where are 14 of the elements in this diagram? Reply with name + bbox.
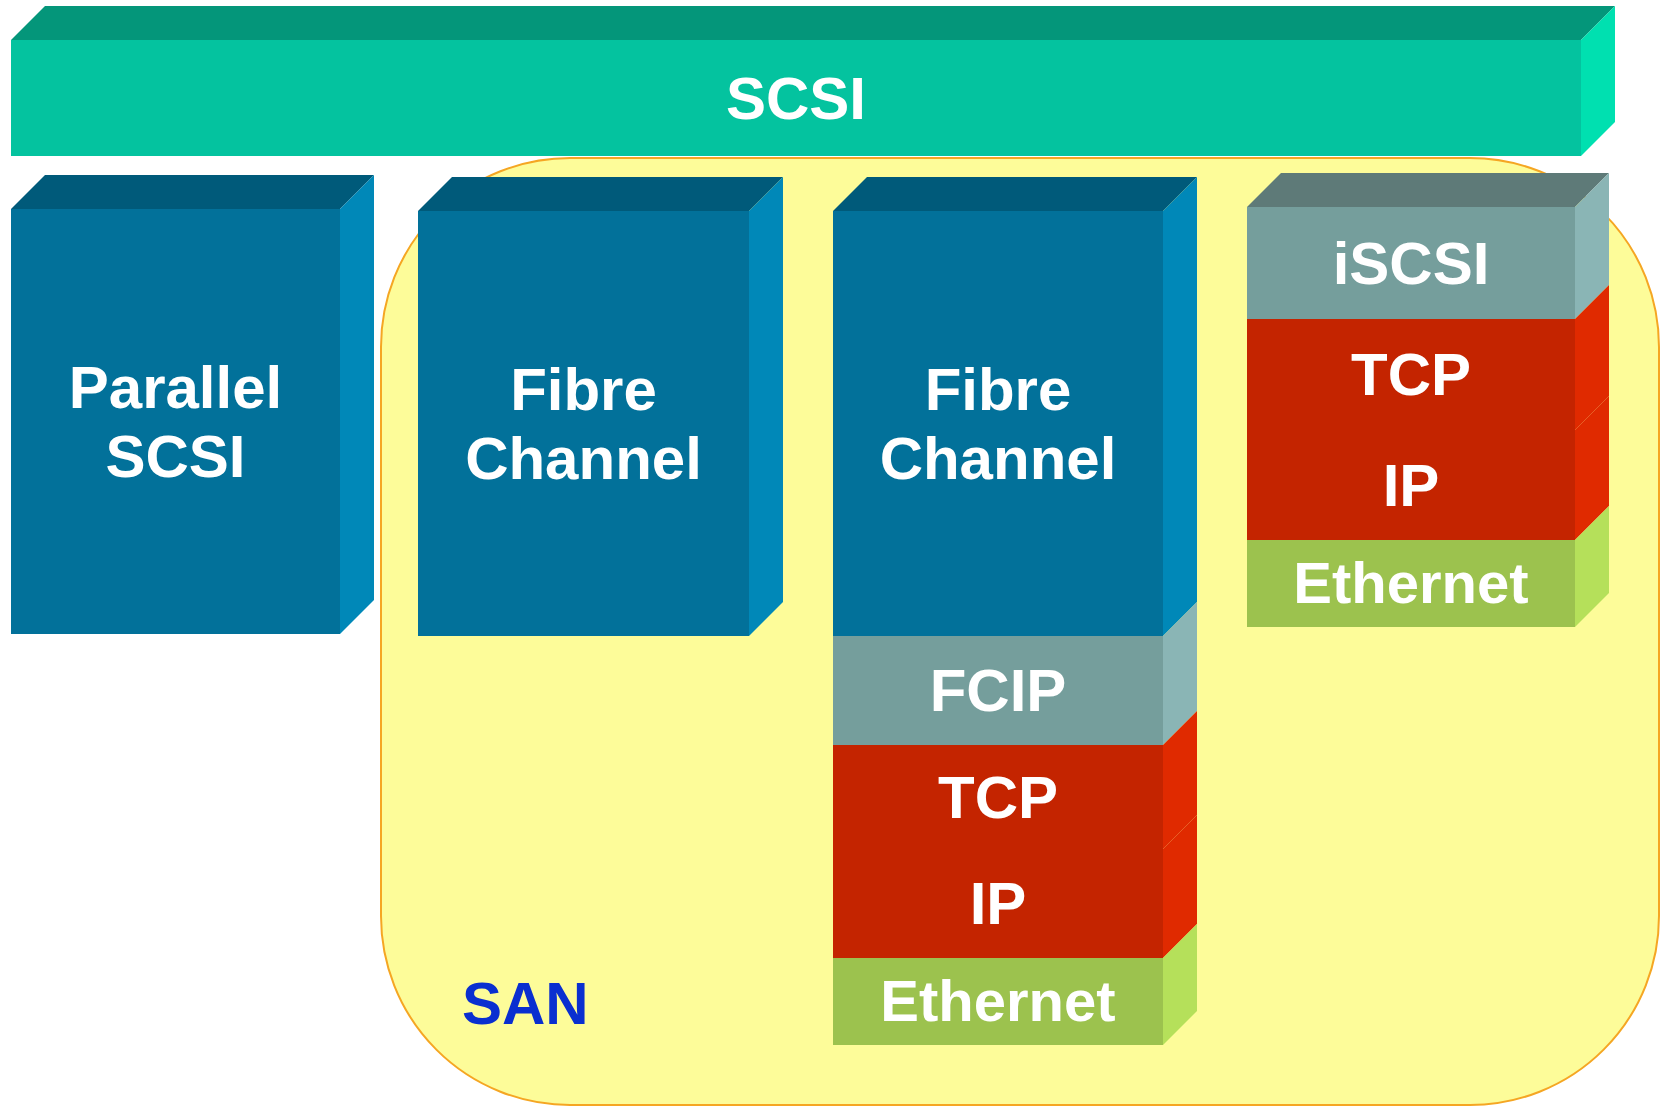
san-region [380, 157, 1660, 1106]
block-label: TCP [938, 762, 1058, 832]
block-label: Ethernet [880, 968, 1116, 1035]
block-label: Fibre Channel [464, 354, 703, 493]
block-label: TCP [1351, 340, 1471, 409]
region-label: SAN [462, 974, 589, 1034]
block-label: Parallel SCSI [67, 352, 284, 491]
block-label: Ethernet [1293, 550, 1529, 617]
block-label: iSCSI [1332, 228, 1490, 298]
block-label: FCIP [929, 656, 1067, 725]
block-label: IP [969, 869, 1027, 938]
block-label: IP [1382, 450, 1440, 520]
block-label: SCSI [725, 63, 866, 133]
block-label: Fibre Channel [878, 354, 1118, 493]
